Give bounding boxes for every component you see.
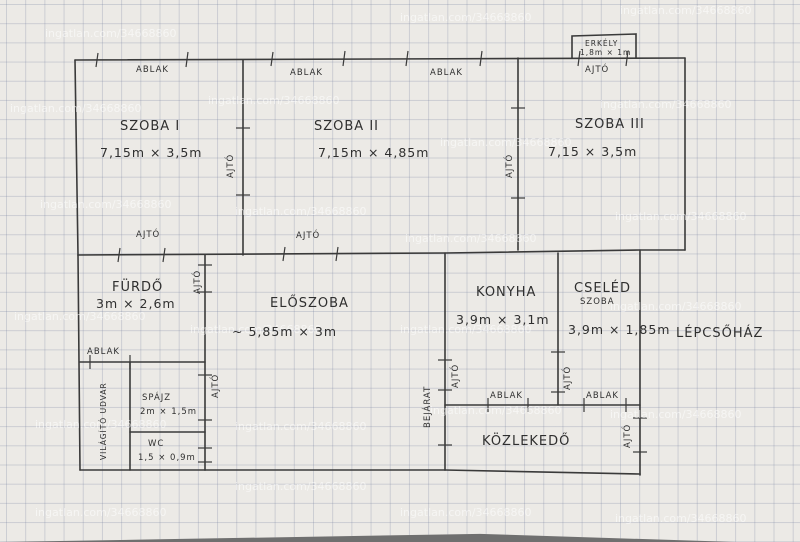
- watermark: ingatlan.com/34668860: [40, 198, 172, 211]
- watermark: ingatlan.com/34668860: [620, 4, 752, 17]
- entrance-label: BEJÁRAT: [421, 386, 433, 428]
- window-label: ABLAK: [586, 391, 619, 401]
- room-dims-eloszoba: ~ 5,85m × 3m: [232, 324, 337, 339]
- room-dims-szoba3: 7,15 × 3,5m: [548, 144, 637, 159]
- watermark: ingatlan.com/34668860: [610, 300, 742, 313]
- door-label: AJTÓ: [296, 229, 320, 241]
- watermark: ingatlan.com/34668860: [430, 404, 562, 417]
- light-well-label: VILÁGÍTÓ UDVAR: [99, 382, 108, 460]
- watermark: ingatlan.com/34668860: [615, 512, 747, 525]
- watermark: ingatlan.com/34668860: [615, 210, 747, 223]
- watermark: ingatlan.com/34668860: [45, 27, 177, 40]
- opening-labels: ABLAK ABLAK ABLAK AJTÓ AJTÓ AJTÓ ABLAK A…: [87, 63, 633, 460]
- wall-rooms-bottom: [77, 249, 686, 256]
- door-label: AJTÓ: [191, 270, 203, 294]
- outer-wall-top: [74, 57, 686, 61]
- watermark: ingatlan.com/34668860: [400, 506, 532, 519]
- room-name-konyha: KONYHA: [476, 285, 536, 300]
- window-label: ABLAK: [490, 391, 523, 401]
- window-label: ABLAK: [87, 347, 120, 357]
- watermark: ingatlan.com/34668860: [400, 323, 532, 336]
- watermark: ingatlan.com/34668860: [10, 102, 142, 115]
- watermark: ingatlan.com/34668860: [35, 418, 167, 431]
- door-label: AJTÓ: [503, 154, 515, 178]
- door-label: AJTÓ: [209, 374, 221, 398]
- room-dims-cseled: 3,9m × 1,85m: [568, 322, 671, 337]
- watermark: ingatlan.com/34668860: [208, 94, 340, 107]
- window-label: ABLAK: [430, 68, 463, 78]
- watermark: ingatlan.com/34668860: [400, 11, 532, 24]
- room-name-szoba1: SZOBA I: [120, 119, 180, 134]
- watermark: ingatlan.com/34668860: [610, 408, 742, 421]
- room-labels: SZOBA I 7,15m × 3,5m SZOBA II 7,15m × 4,…: [96, 39, 763, 463]
- room-name-spajz: SPÁJZ: [142, 391, 171, 403]
- wall-left-upper: [74, 59, 79, 256]
- watermark: ingatlan.com/34668860: [190, 323, 322, 336]
- room-name-lepcsohaz: LÉPCSŐHÁZ: [676, 325, 763, 341]
- room-name-szoba2: SZOBA II: [314, 119, 379, 134]
- door-label: AJTÓ: [621, 424, 633, 448]
- window-label: ABLAK: [136, 65, 169, 75]
- door-label: AJTÓ: [224, 154, 236, 178]
- room-name-cseled-2: SZOBA: [580, 297, 615, 307]
- room-name-cseled: CSELÉD: [574, 280, 631, 296]
- watermarks: ingatlan.com/34668860 ingatlan.com/34668…: [10, 4, 752, 525]
- room-name-szoba3: SZOBA III: [575, 117, 645, 132]
- watermark: ingatlan.com/34668860: [235, 420, 367, 433]
- room-dims-furdo: 3m × 2,6m: [96, 296, 176, 311]
- wall-corridor-bottom: [444, 469, 641, 475]
- watermark: ingatlan.com/34668860: [235, 480, 367, 493]
- door-label: AJTÓ: [136, 228, 160, 240]
- room-dims-konyha: 3,9m × 3,1m: [456, 312, 550, 327]
- balcony-outline: [571, 33, 637, 59]
- window-label: ABLAK: [290, 68, 323, 78]
- room-name-furdo: FÜRDŐ: [112, 278, 163, 295]
- room-dims-spajz: 2m × 1,5m: [140, 407, 197, 417]
- room-name-kozlekedo: KÖZLEKEDŐ: [482, 432, 570, 449]
- watermark: ingatlan.com/34668860: [14, 310, 146, 323]
- room-dims-szoba2: 7,15m × 4,85m: [318, 145, 429, 160]
- room-dims-erkely: 1,8m × 1m: [580, 48, 631, 57]
- room-dims-wc: 1,5 × 0,9m: [138, 453, 196, 463]
- room-name-erkely: ERKÉLY: [585, 39, 618, 48]
- watermark: ingatlan.com/34668860: [405, 232, 537, 245]
- opening-ticks: [89, 50, 647, 463]
- walls: [74, 33, 686, 476]
- door-label: AJTÓ: [561, 366, 573, 390]
- wall-left-lower: [77, 254, 81, 471]
- watermark: ingatlan.com/34668860: [235, 205, 367, 218]
- room-dims-szoba1: 7,15m × 3,5m: [100, 145, 203, 160]
- watermark: ingatlan.com/34668860: [35, 506, 167, 519]
- room-name-eloszoba: ELŐSZOBA: [270, 295, 349, 311]
- watermark: ingatlan.com/34668860: [440, 136, 572, 149]
- door-label: AJTÓ: [585, 63, 609, 75]
- door-label: AJTÓ: [449, 364, 461, 388]
- room-name-wc: WC: [148, 439, 164, 449]
- watermark: ingatlan.com/34668860: [600, 98, 732, 111]
